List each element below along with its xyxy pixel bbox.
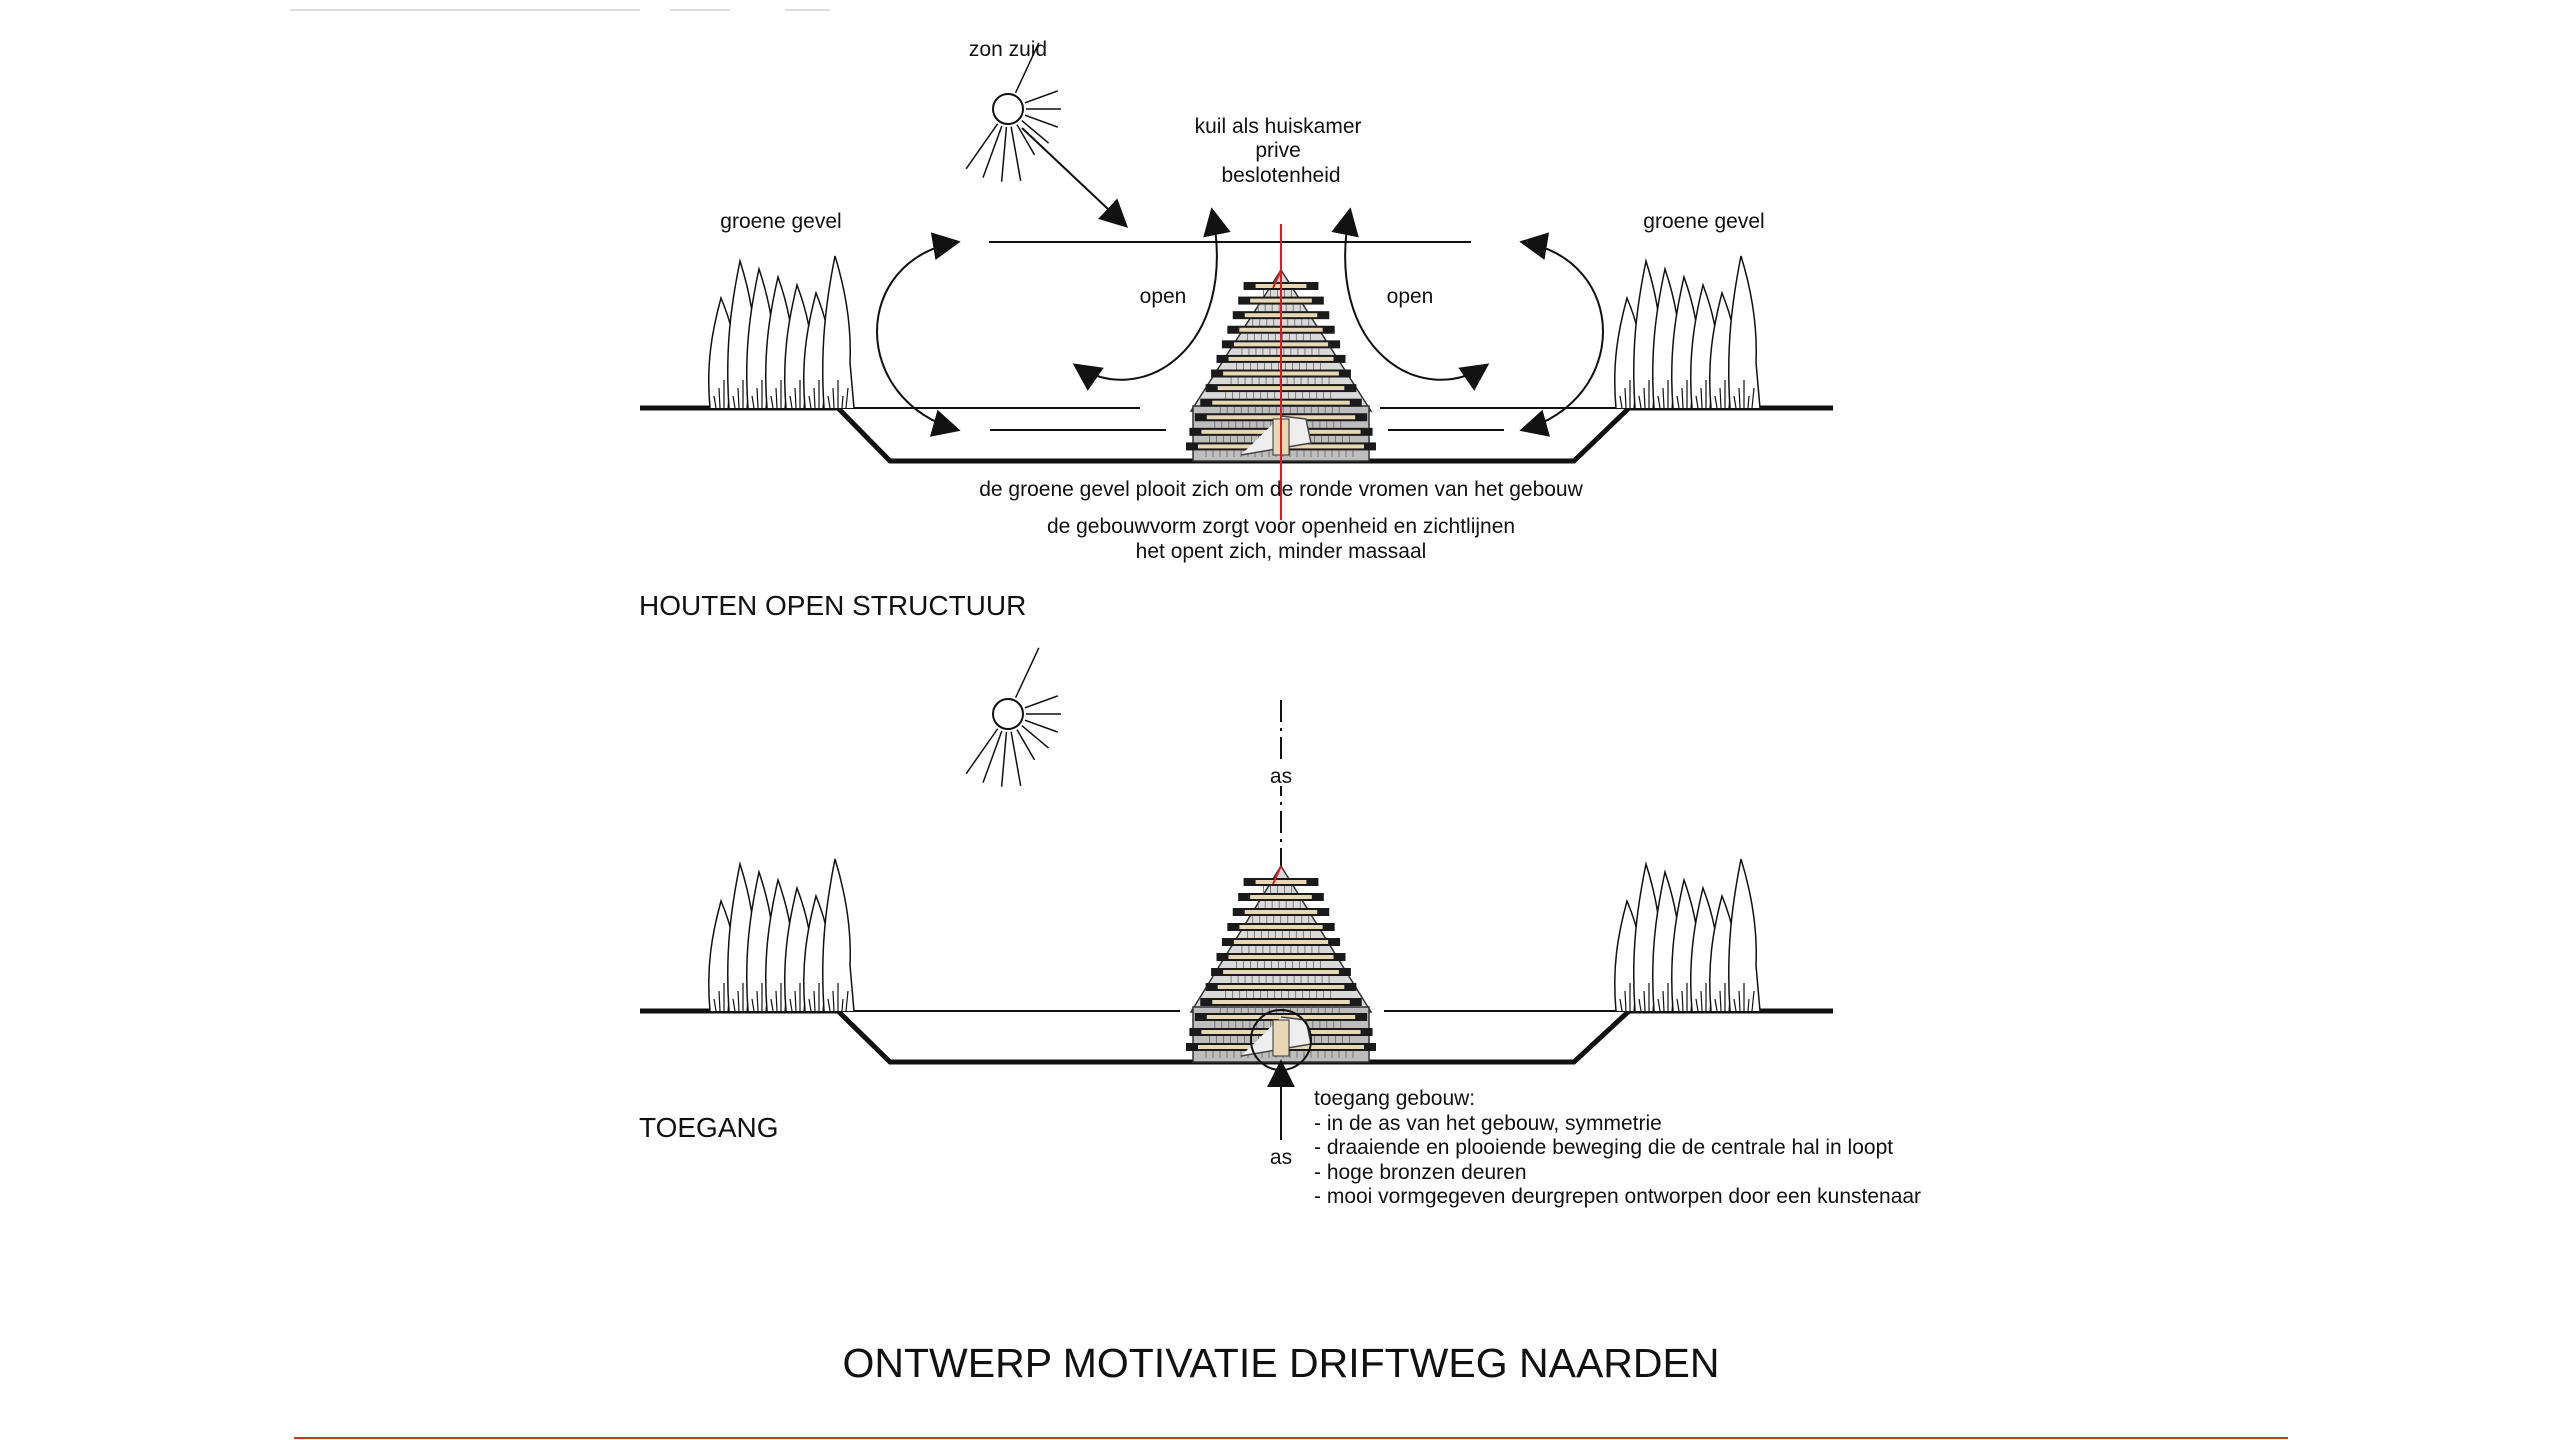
entrance-door — [1272, 1019, 1290, 1057]
section-houten-open-structuur: zon zuid kuil als huiskamer prive beslot… — [639, 38, 1833, 621]
section-heading-houten: HOUTEN OPEN STRUCTUUR — [639, 590, 1026, 621]
plant-stalk — [821, 858, 855, 1012]
plant-stalk — [1727, 858, 1761, 1012]
arrow-right-inner — [1331, 207, 1490, 391]
caption-openness: de gebouwvorm zorgt voor openheid en zic… — [1047, 515, 1515, 538]
green-facade-plants-right — [1614, 255, 1761, 409]
section-heading-toegang: TOEGANG — [639, 1112, 779, 1143]
green-facade-plants-left — [708, 255, 855, 409]
right-facade-label: groene gevel — [1643, 210, 1764, 233]
access-note-line: - mooi vormgegeven deurgrepen ontworpen … — [1314, 1185, 1921, 1208]
section-toegang: as as toegang gebouw: - in de as van het… — [639, 647, 1921, 1208]
sun-label: zon zuid — [969, 38, 1047, 61]
caption-less-massive: het opent zich, minder massaal — [1136, 540, 1427, 563]
sun-disc — [992, 93, 1024, 125]
axis-label-bottom: as — [1270, 1146, 1292, 1169]
caption-facade: de groene gevel plooit zich om de ronde … — [979, 478, 1583, 501]
center-note: kuil als huiskamer prive beslotenheid — [1195, 115, 1368, 187]
center-note-line: beslotenheid — [1221, 164, 1340, 187]
sheet-title: ONTWERP MOTIVATIE DRIFTWEG NAARDEN — [843, 1340, 1720, 1386]
circulation-arrows — [876, 207, 1604, 437]
arrow-right-outer — [1519, 232, 1604, 437]
center-note-line: kuil als huiskamer — [1195, 115, 1362, 138]
center-note-line: prive — [1255, 139, 1301, 162]
building-elevation — [1186, 864, 1376, 1063]
green-facade-plants-left — [708, 858, 855, 1012]
sun-disc — [992, 698, 1024, 730]
access-note-line: toegang gebouw: — [1314, 1087, 1475, 1110]
arrow-left-inner — [1072, 207, 1231, 391]
access-note-line: - draaiende en plooiende beweging die de… — [1314, 1136, 1893, 1159]
plant-stalk — [821, 255, 855, 409]
access-note-line: - hoge bronzen deuren — [1314, 1161, 1527, 1184]
arrow-left-outer — [876, 232, 961, 437]
open-label-left: open — [1140, 285, 1187, 308]
left-facade-label: groene gevel — [720, 210, 841, 233]
sunlight-arrow — [1021, 127, 1129, 228]
open-label-right: open — [1387, 285, 1434, 308]
sun-icon — [965, 647, 1061, 787]
sun-icon — [965, 42, 1061, 182]
plant-stalk — [1727, 255, 1761, 409]
access-notes: toegang gebouw: - in de as van het gebou… — [1314, 1087, 1921, 1208]
access-note-line: - in de as van het gebouw, symmetrie — [1314, 1112, 1662, 1135]
axis-label-top: as — [1270, 765, 1292, 788]
green-facade-plants-right — [1614, 858, 1761, 1012]
